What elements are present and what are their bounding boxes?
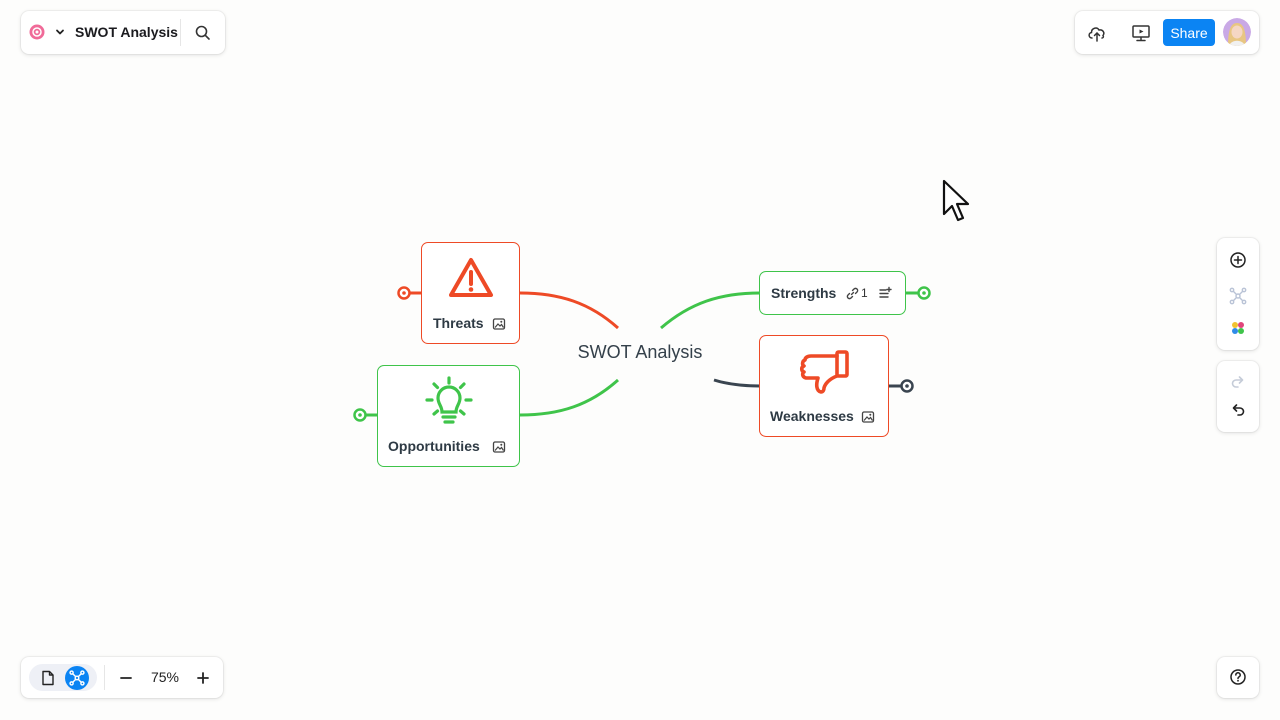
- divider: [104, 665, 105, 690]
- thumbs-down-icon: [799, 350, 849, 394]
- branch-strengths: [660, 291, 761, 330]
- node-label-threats: Threats: [433, 315, 484, 331]
- collapse-handle-weaknesses[interactable]: [900, 379, 914, 393]
- document-view-icon[interactable]: [39, 669, 57, 687]
- link-icon[interactable]: [846, 287, 859, 300]
- color-palette-icon[interactable]: [1228, 318, 1248, 338]
- presentation-icon[interactable]: [1130, 22, 1152, 44]
- help-panel: [1217, 657, 1259, 698]
- avatar-image: [1223, 18, 1251, 46]
- node-label-strengths: Strengths: [771, 285, 837, 301]
- node-opportunities[interactable]: Opportunities: [377, 365, 520, 467]
- redo-icon[interactable]: [1228, 372, 1248, 392]
- node-label-opportunities: Opportunities: [388, 438, 480, 454]
- share-button[interactable]: Share: [1163, 19, 1215, 46]
- central-topic[interactable]: SWOT Analysis: [577, 342, 703, 362]
- zoom-toolbar: 75%: [21, 657, 223, 698]
- branch-threats: [519, 291, 619, 330]
- collapse-handle-strengths[interactable]: [917, 286, 931, 300]
- zoom-out-icon[interactable]: [116, 668, 136, 688]
- document-title[interactable]: SWOT Analysis: [75, 24, 178, 40]
- link-count: 1: [861, 286, 868, 300]
- notes-icon[interactable]: [878, 286, 892, 300]
- search-icon[interactable]: [193, 23, 213, 43]
- app-logo-icon[interactable]: [29, 24, 45, 40]
- collapse-handle-opportunities[interactable]: [353, 408, 367, 422]
- add-topic-icon[interactable]: [1228, 250, 1248, 270]
- image-icon[interactable]: [861, 410, 875, 424]
- view-mode-toggle: [29, 664, 97, 691]
- help-icon[interactable]: [1228, 667, 1248, 687]
- chevron-down-icon[interactable]: [54, 26, 66, 38]
- mindmap-layout-icon[interactable]: [1228, 286, 1248, 306]
- divider: [180, 19, 181, 46]
- node-label-weaknesses: Weaknesses: [770, 408, 854, 424]
- branch-opportunities: [519, 378, 619, 417]
- zoom-in-icon[interactable]: [193, 668, 213, 688]
- node-strengths[interactable]: Strengths 1: [759, 271, 906, 315]
- cloud-upload-icon[interactable]: [1086, 22, 1108, 44]
- right-toolbar: [1217, 238, 1259, 350]
- user-avatar[interactable]: [1223, 18, 1251, 46]
- top-left-toolbar: SWOT Analysis: [21, 11, 225, 54]
- node-threats[interactable]: Threats: [421, 242, 520, 344]
- mindmap-view-icon: [69, 670, 85, 686]
- mouse-cursor-icon: [942, 179, 970, 222]
- lightbulb-icon: [425, 376, 473, 424]
- image-icon[interactable]: [492, 317, 506, 331]
- image-icon[interactable]: [492, 440, 506, 454]
- top-right-toolbar: Share: [1075, 11, 1259, 54]
- zoom-level[interactable]: 75%: [150, 669, 180, 685]
- collapse-handle-threats[interactable]: [397, 286, 411, 300]
- branch-weaknesses: [713, 378, 761, 388]
- history-toolbar: [1217, 361, 1259, 432]
- node-weaknesses[interactable]: Weaknesses: [759, 335, 889, 437]
- warning-triangle-icon: [449, 258, 493, 297]
- undo-icon[interactable]: [1228, 400, 1248, 420]
- mindmap-view-button[interactable]: [65, 666, 89, 690]
